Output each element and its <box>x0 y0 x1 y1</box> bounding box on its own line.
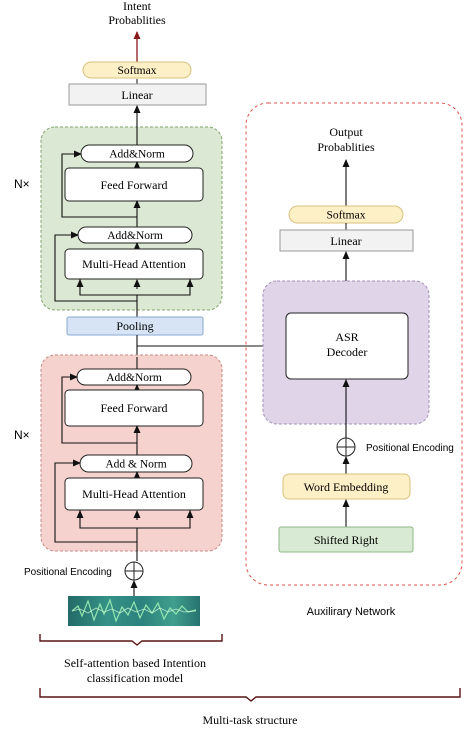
lower-addnorm-top-label: Add&Norm <box>106 372 162 384</box>
lower-block-repeat-label: N× <box>14 428 30 442</box>
overall-caption: Multi-task structure <box>203 713 298 727</box>
word-embedding-label: Word Embedding <box>304 480 389 494</box>
upper-addnorm-top-label: Add&Norm <box>109 149 165 161</box>
auxiliary-network-border <box>245 102 463 586</box>
overall-brace <box>39 688 461 702</box>
left-positional-encoding-label: Positional Encoding <box>24 567 112 578</box>
shifted-right-box <box>278 526 414 553</box>
lower-residual-ff-path <box>61 373 137 444</box>
left-caption-line1: Self-attention based Intention <box>64 656 206 670</box>
left-model-brace <box>39 634 223 646</box>
upper-block-repeat-label: N× <box>14 177 30 191</box>
asr-decoder-label-line1: ASR <box>335 330 358 344</box>
auxiliary-caption: Auxilirary Network <box>307 606 396 618</box>
lower-attention-label: Multi-Head Attention <box>82 487 186 501</box>
left-softmax-box <box>82 61 192 79</box>
upper-attention-label: Multi-Head Attention <box>82 257 186 271</box>
left-softmax-label: Softmax <box>118 65 157 77</box>
aux-output-label-line1: Output <box>329 125 363 139</box>
pooling-label: Pooling <box>116 319 153 333</box>
upper-residual-attn-path <box>54 231 137 302</box>
left-linear-label: Linear <box>121 88 152 102</box>
right-positional-encoding-label: Positional Encoding <box>366 443 454 454</box>
intent-output-label-line1: Intent <box>123 0 152 13</box>
intent-output-label-line2: Probablities <box>108 13 166 27</box>
upper-feed-forward-label: Feed Forward <box>101 178 168 192</box>
lower-residual-attn-path <box>54 459 137 543</box>
audio-waveform-image <box>68 596 200 626</box>
aux-linear-label: Linear <box>330 234 361 248</box>
waveform-trace <box>71 598 197 623</box>
upper-residual-ff-path <box>61 150 137 218</box>
shifted-right-label: Shifted Right <box>314 533 379 547</box>
pooling-box <box>66 316 204 336</box>
lower-addnorm-bottom-label: Add & Norm <box>105 459 166 471</box>
aux-output-label-line2: Probablities <box>317 140 375 154</box>
left-caption-line2: classification model <box>87 671 184 685</box>
upper-addnorm-bottom-label: Add&Norm <box>107 230 163 242</box>
aux-softmax-label: Softmax <box>327 210 366 222</box>
asr-decoder-label-line2: Decoder <box>327 345 368 359</box>
lower-feed-forward-label: Feed Forward <box>101 401 168 415</box>
waveform-trace-inner <box>71 607 197 614</box>
